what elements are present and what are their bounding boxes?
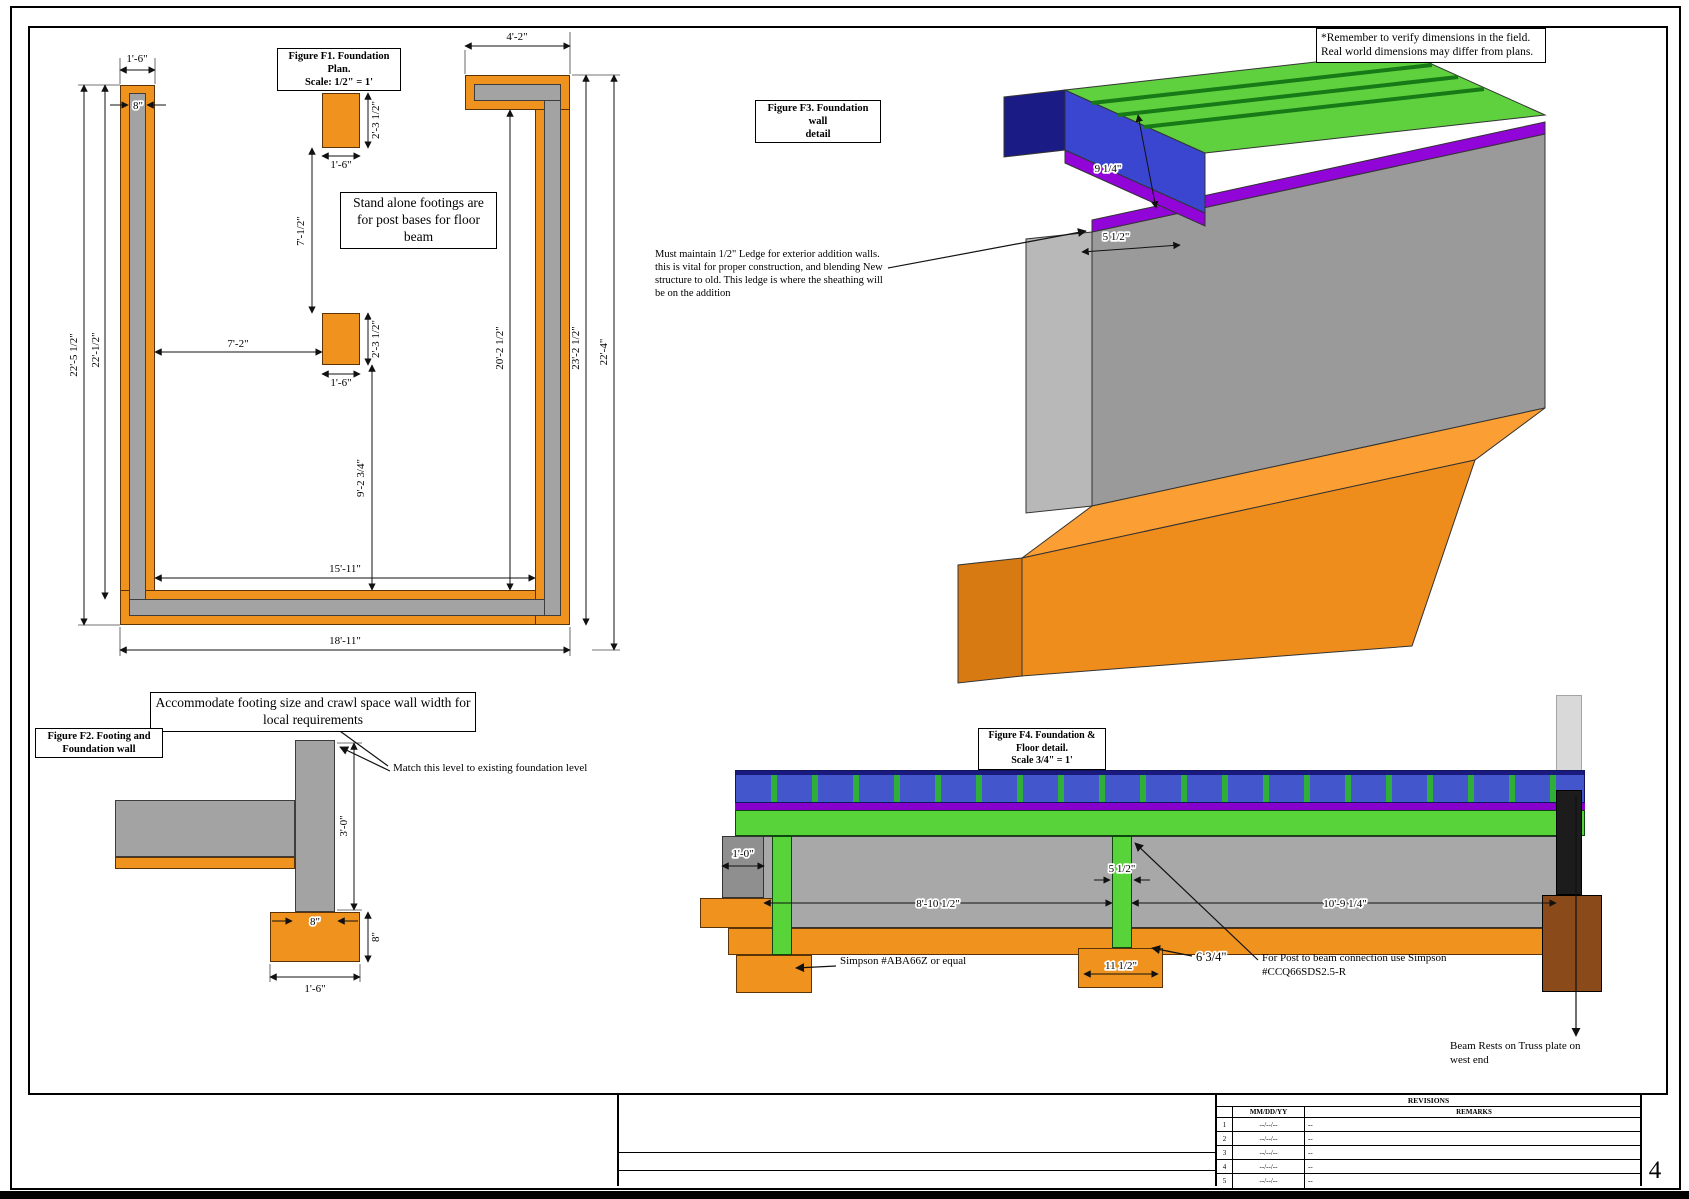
f4-beam-note: Beam Rests on Truss plate on west end: [1450, 1040, 1581, 1066]
f2-title-line1: Figure F2. Footing and: [47, 731, 151, 742]
f3-figure-label: Figure F3. Foundation wall detail: [755, 100, 881, 144]
disclaimer-line2: Real world dimensions may differ from pl…: [1321, 46, 1534, 59]
revisions-table: REVISIONS MM/DD/YY REMARKS 1 --/--/-- --…: [1215, 1095, 1640, 1188]
f4-post-2: [1112, 836, 1132, 948]
row-remark: --: [1308, 1149, 1313, 1157]
f4-sill-strip: [735, 803, 1585, 810]
row-num: 5: [1217, 1174, 1233, 1188]
row-date: --/--/--: [1233, 1146, 1305, 1159]
f2-accommodate-note: Accommodate footing size and crawl space…: [150, 692, 476, 732]
f4-title-line3: Scale 3/4" = 1': [1011, 755, 1073, 766]
row-remark: --: [1308, 1177, 1313, 1185]
row-date: --/--/--: [1233, 1160, 1305, 1173]
f3-title-line1: Figure F3. Foundation wall: [767, 103, 869, 128]
f4-post-1: [772, 836, 792, 955]
f2-title-line2: Foundation wall: [62, 744, 136, 756]
f4-post-cap-note: For Post to beam connection use Simpson …: [1262, 952, 1447, 978]
f1-figure-label: Figure F1. Foundation Plan. Scale: 1/2" …: [277, 48, 401, 92]
title-block-middle-cell: [617, 1095, 1215, 1186]
f3-title-line2: detail: [805, 129, 831, 141]
revisions-remarks-col-header: REMARKS: [1456, 1108, 1492, 1116]
row-remark: --: [1308, 1163, 1313, 1171]
f4-post2-footing: [1078, 948, 1163, 988]
f3-ledge-note: Must maintain 1/2" Ledge for exterior ad…: [655, 249, 883, 300]
title-block-left-cell: [28, 1095, 617, 1186]
row-date: --/--/--: [1233, 1132, 1305, 1145]
row-num: 1: [1217, 1118, 1233, 1131]
table-row: 4 --/--/-- --: [1217, 1160, 1640, 1174]
f4-title-line2: Floor detail.: [1015, 742, 1069, 754]
revisions-column-header-row: MM/DD/YY REMARKS: [1217, 1107, 1640, 1118]
table-row: 2 --/--/-- --: [1217, 1132, 1640, 1146]
f2-existing-slab: [115, 800, 295, 857]
f1-standalone-footing-1: [322, 93, 360, 148]
table-row: 1 --/--/-- --: [1217, 1118, 1640, 1132]
f2-figure-label: Figure F2. Footing and Foundation wall: [35, 728, 163, 759]
sheet-outer-border: [10, 6, 1681, 1190]
f2-existing-footing-strip: [115, 857, 295, 869]
row-remark: --: [1308, 1135, 1313, 1143]
f2-foundation-wall: [295, 740, 335, 912]
f4-beam: [735, 810, 1585, 836]
title-block: REVISIONS MM/DD/YY REMARKS 1 --/--/-- --…: [28, 1093, 1668, 1188]
revisions-num-col-header: [1217, 1107, 1233, 1117]
f4-left-pier: [722, 836, 764, 898]
row-date: --/--/--: [1233, 1174, 1305, 1188]
field-verify-disclaimer: *Remember to verify dimensions in the fi…: [1316, 28, 1546, 63]
f4-figure-label: Figure F4. Foundation & Floor detail. Sc…: [978, 728, 1106, 770]
row-num: 3: [1217, 1146, 1233, 1159]
f4-floor-joist-band: [735, 770, 1585, 803]
f4-right-post: [1556, 790, 1582, 895]
table-row: 3 --/--/-- --: [1217, 1146, 1640, 1160]
f1-bottom-wall: [129, 599, 561, 616]
f4-title-line1: Figure F4. Foundation &: [988, 730, 1096, 741]
f1-title-line2: Scale: 1/2" = 1': [304, 77, 374, 89]
title-block-divider: [619, 1152, 1215, 1153]
page-number: 4: [1648, 1157, 1662, 1184]
f4-post1-footing: [736, 955, 812, 993]
disclaimer-line1: *Remember to verify dimensions in the fi…: [1321, 32, 1531, 44]
page-number-cell: 4: [1640, 1095, 1668, 1186]
sheet-bottom-bar: [0, 1191, 1689, 1199]
f1-topright-wall: [474, 84, 561, 101]
f1-title-line1: Figure F1. Foundation Plan.: [288, 51, 390, 76]
f1-left-wall: [129, 93, 146, 616]
row-num: 4: [1217, 1160, 1233, 1173]
f1-standalone-note: Stand alone footings are for post bases …: [340, 192, 497, 249]
f1-right-wall: [544, 84, 561, 616]
row-num: 2: [1217, 1132, 1233, 1145]
revisions-date-col-header: MM/DD/YY: [1233, 1107, 1305, 1117]
f2-match-note: Match this level to existing foundation …: [393, 762, 588, 774]
row-remark: --: [1308, 1121, 1313, 1129]
f1-standalone-footing-2: [322, 313, 360, 365]
f4-right-footing-block: [1542, 895, 1602, 992]
table-row: 5 --/--/-- --: [1217, 1174, 1640, 1188]
row-date: --/--/--: [1233, 1118, 1305, 1131]
f2-footing: [270, 912, 360, 962]
f4-crawl-wall-band: [728, 836, 1568, 928]
revisions-header: REVISIONS: [1217, 1095, 1640, 1107]
title-block-divider: [619, 1170, 1215, 1171]
